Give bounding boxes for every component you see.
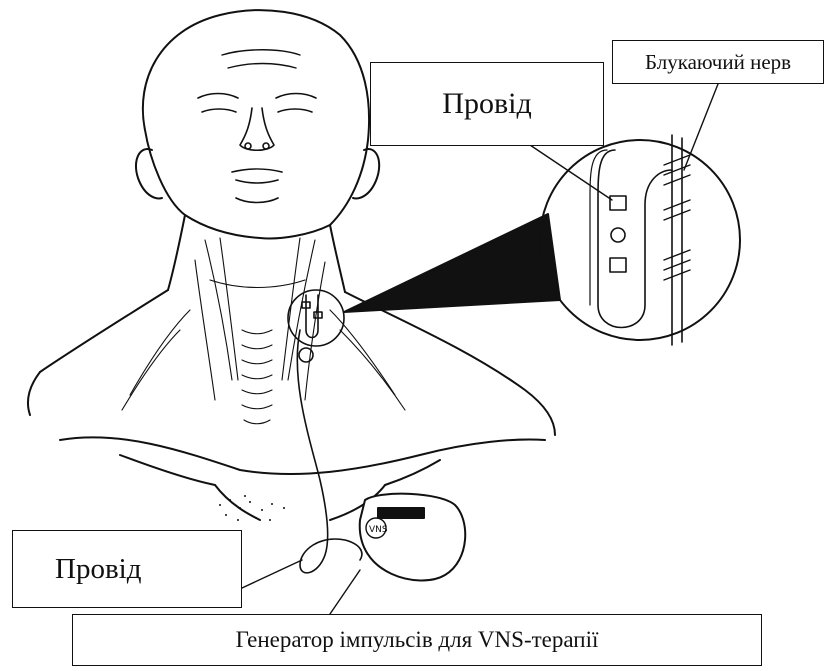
- zoom-detail: [540, 135, 740, 345]
- pulse-generator: VNS: [360, 494, 466, 581]
- pointer-lines: [242, 84, 718, 614]
- label-generator-text: Генератор імпульсів для VNS-терапії: [236, 627, 599, 653]
- label-lead-bottom: Провід: [12, 530, 242, 608]
- label-lead-top: Провід: [370, 62, 604, 146]
- label-lead-bottom-text: Провід: [55, 553, 141, 586]
- face: [198, 94, 316, 203]
- label-lead-top-text: Провід: [442, 87, 531, 121]
- zoom-wedge: [344, 214, 560, 312]
- neck-electrode: [288, 290, 344, 362]
- device-logo-text: VNS: [369, 525, 388, 535]
- lead-wire: [297, 330, 362, 573]
- neck-muscles: [122, 238, 405, 424]
- label-vagus-nerve: Блукаючий нерв: [612, 40, 824, 84]
- label-generator: Генератор імпульсів для VNS-терапії: [72, 614, 762, 666]
- head-outline: [136, 10, 379, 238]
- label-vagus-nerve-text: Блукаючий нерв: [645, 50, 791, 75]
